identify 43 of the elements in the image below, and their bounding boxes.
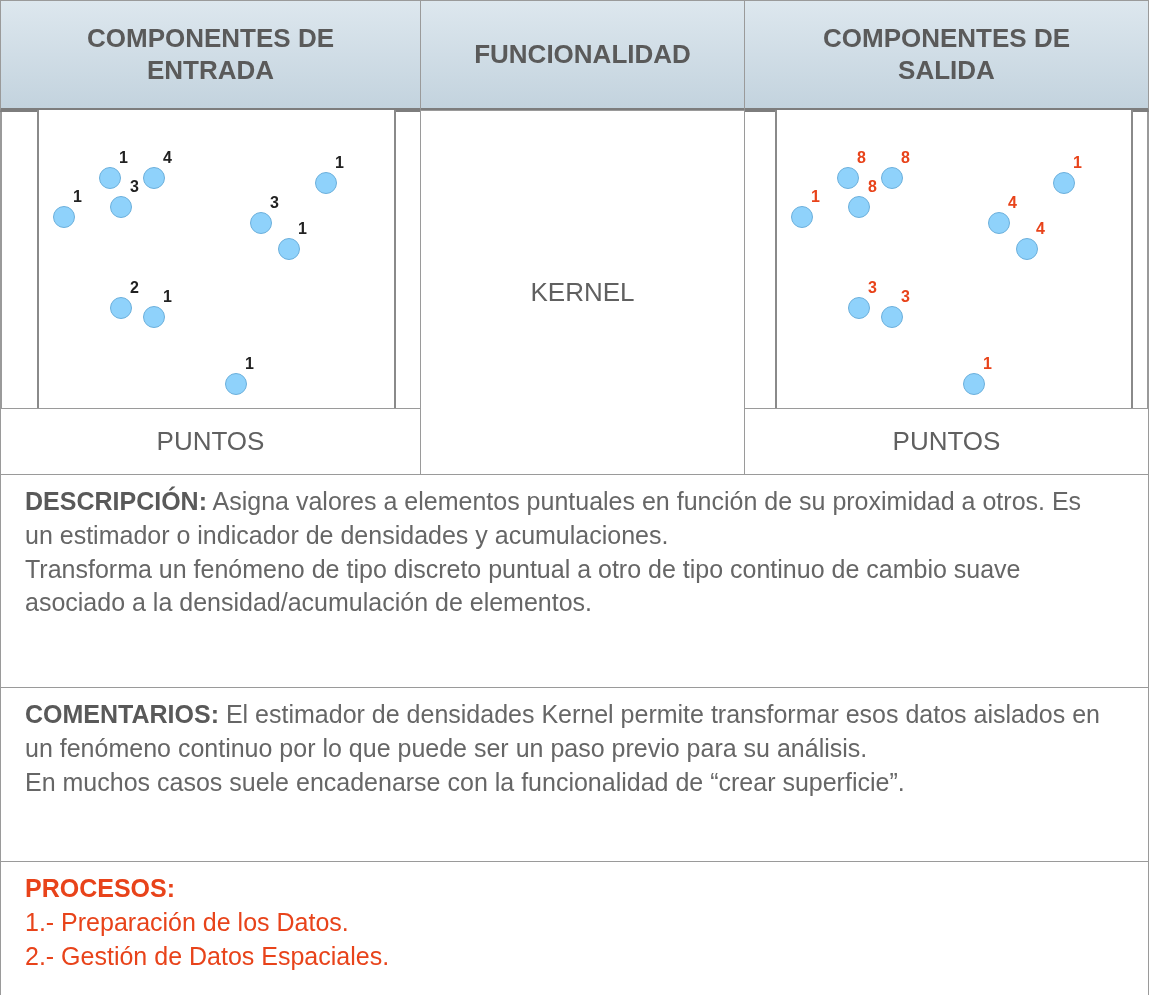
point-value: 2 — [130, 280, 139, 296]
header-cell — [744, 0, 1149, 112]
map-frame — [37, 110, 396, 410]
point-value: 8 — [868, 179, 877, 195]
point-value: 1 — [811, 189, 820, 205]
column-header: COMPONENTES DE SALIDA — [822, 23, 1071, 86]
header-cell — [420, 0, 745, 112]
point-value: 4 — [1036, 221, 1045, 237]
point-value: 1 — [1073, 155, 1082, 171]
paragraph: En muchos casos suele encadenarse con la funcionalidad de “crear superficie”. — [25, 766, 906, 798]
column-header: COMPONENTES DE ENTRADA — [86, 23, 335, 86]
point-value: 1 — [163, 289, 172, 305]
table-cell — [0, 861, 1149, 995]
table-cell — [0, 687, 1149, 863]
point-value: 8 — [857, 150, 866, 166]
data-type-label: PUNTOS — [892, 426, 1001, 457]
point-value: 1 — [298, 221, 307, 237]
point-value: 3 — [901, 289, 910, 305]
column-header: FUNCIONALIDAD — [474, 38, 691, 71]
data-type-label: PUNTOS — [156, 426, 265, 457]
point-value: 1 — [245, 356, 254, 372]
paragraph: COMENTARIOS: El estimador de densidades Kernel permite transformar esos datos aislados en un fenómeno continuo por lo que puede ser un paso previo para su análisis. — [25, 699, 1101, 764]
point-value: 1 — [335, 155, 344, 171]
point-value: 1 — [119, 150, 128, 166]
point-value: 1 — [73, 189, 82, 205]
paragraph: Transforma un fenómeno de tipo discreto puntual a otro de tipo continuo de cambio suave asociado a la densidad/acumulación de elementos. — [25, 553, 1022, 619]
section-heading: PROCESOS: — [25, 873, 177, 904]
table-cell — [0, 408, 421, 475]
point-value: 4 — [1008, 195, 1017, 211]
point-value: 3 — [270, 195, 279, 211]
point-value: 1 — [983, 356, 992, 372]
point-value: 4 — [163, 150, 172, 166]
map-frame — [775, 110, 1133, 410]
header-cell — [0, 0, 421, 112]
list-item: 1.- Preparación de los Datos. — [25, 906, 350, 938]
table-cell — [744, 408, 1149, 475]
point-value: 3 — [868, 280, 877, 296]
point-value: 8 — [901, 150, 910, 166]
function-name: KERNEL — [530, 277, 635, 308]
table-cell — [0, 474, 1149, 689]
list-item: 2.- Gestión de Datos Espaciales. — [25, 940, 391, 972]
paragraph: DESCRIPCIÓN: Asigna valores a elementos puntuales en función de su proximidad a otros. Es un estimador o indicador de densidades y acumulaciones. — [25, 485, 1083, 551]
point-value: 3 — [130, 179, 139, 195]
